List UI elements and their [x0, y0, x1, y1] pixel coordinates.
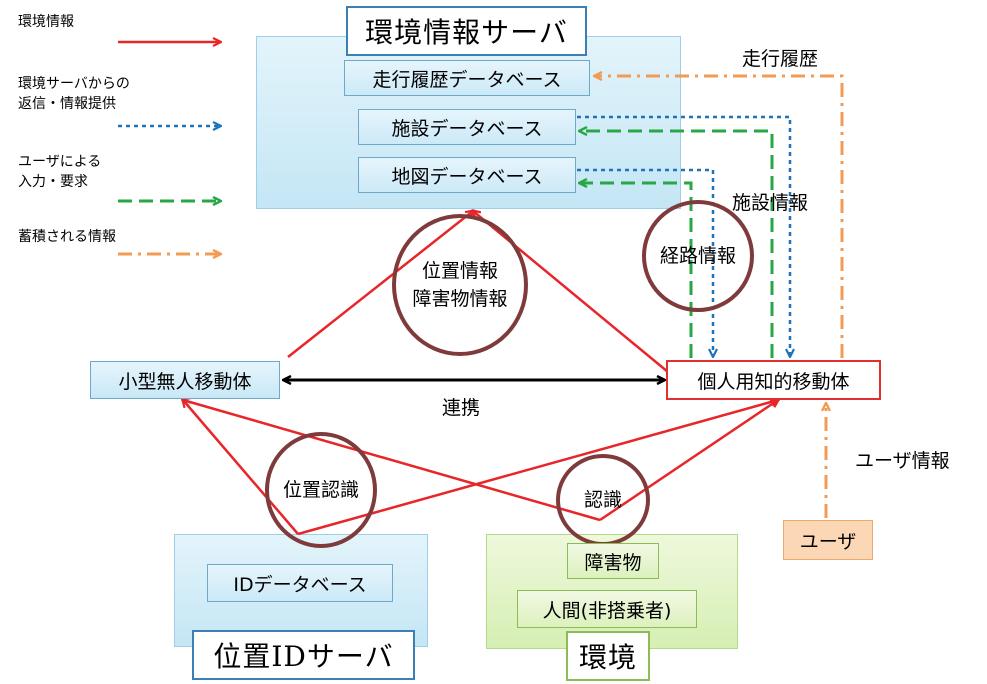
arrow-vehicle-to-facility-db: [580, 131, 774, 358]
arrow-environment-to-small-robot: [183, 400, 601, 522]
label-facility-info: 施設情報: [732, 192, 809, 214]
travel-history-database: 走行履歴データベース: [344, 60, 590, 96]
recognition-circle: 認識: [556, 454, 650, 546]
legend-label-user-input: ユーザによる 入力・要求: [18, 154, 102, 190]
position-obstacle-info-circle: 位置情報 障害物情報: [392, 214, 528, 356]
arrow-position-id-to-personal-vehicle: [297, 400, 778, 536]
route-info-circle: 経路情報: [642, 200, 754, 312]
environment-title: 環境: [566, 631, 650, 681]
user-node: ユーザ: [783, 520, 873, 560]
small-robot-node: 小型無人移動体: [90, 361, 280, 399]
non-passenger-human-item: 人間(非搭乗者): [517, 590, 697, 628]
environment-info-server-title: 環境情報サーバ: [346, 6, 587, 56]
personal-vehicle-node: 個人用知的移動体: [666, 360, 881, 400]
id-database: IDデータベース: [207, 564, 393, 602]
legend-label-stored-info: 蓄積される情報: [18, 229, 116, 245]
obstacle-item: 障害物: [567, 543, 659, 579]
arrow-vehicle-to-map-db: [580, 183, 693, 358]
position-id-server-title: 位置IDサーバ: [192, 630, 415, 680]
arrow-vehicle-to-travel-history-db: [595, 76, 844, 358]
map-database: 地図データベース: [358, 157, 576, 193]
label-cooperation: 連携: [442, 397, 481, 419]
facility-database: 施設データベース: [358, 109, 576, 145]
legend-label-server-reply: 環境サーバからの 返信・情報提供: [18, 76, 130, 112]
legend-label-environment-info: 環境情報: [18, 14, 74, 30]
position-recognition-circle: 位置認識: [265, 432, 377, 548]
label-travel-history: 走行履歴: [742, 48, 819, 70]
label-user-info: ユーザ情報: [855, 450, 950, 472]
